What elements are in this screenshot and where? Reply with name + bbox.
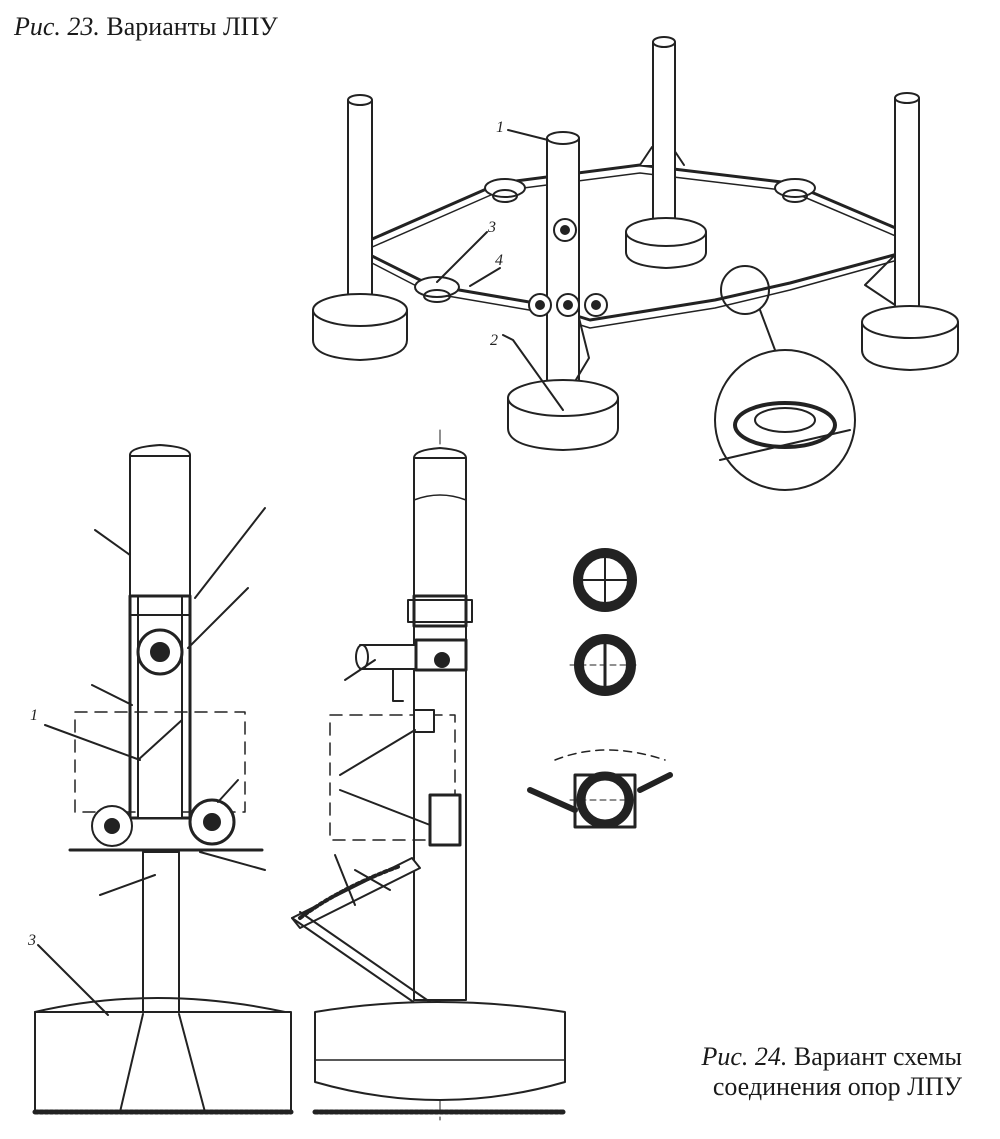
figure-23-caption: Рис. 23. Варианты ЛПУ [14,12,278,42]
section-views [527,548,673,829]
label-4-fig23: 4 [495,252,503,269]
figure-24-caption: Рис. 24. Вариант схемы соединения опор Л… [701,1042,962,1102]
figure-24-title-line2: соединения опор ЛПУ [712,1072,962,1101]
figure-23-number: Рис. 23. [14,12,100,41]
figure-23-title: Варианты ЛПУ [106,12,278,41]
lpu-assembly-drawing [312,36,959,491]
label-2-fig23: 2 [490,332,498,349]
label-3-fig23: 3 [487,219,496,236]
label-1-fig23: 1 [496,119,504,136]
label-3-fig24: 3 [27,932,36,949]
figure-24-title-line1: Вариант схемы [793,1042,962,1071]
figure-24-number: Рис. 24. [701,1042,788,1071]
support-front-view [32,444,294,1115]
support-side-section [291,429,568,1126]
label-1-fig24: 1 [30,707,38,724]
